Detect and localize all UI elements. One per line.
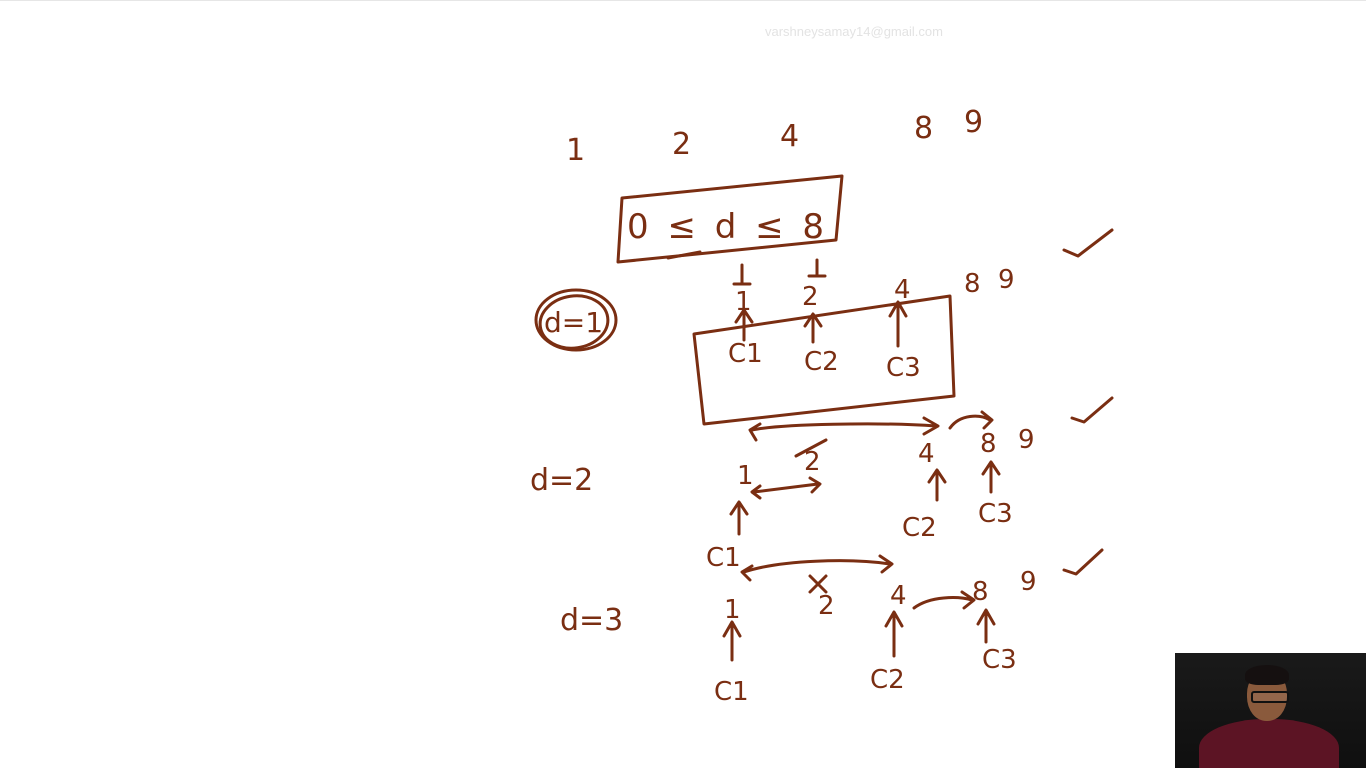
- d3-label: d=3: [560, 603, 623, 638]
- step3-cow: C3: [982, 645, 1017, 675]
- d2-label: d=2: [530, 463, 593, 498]
- top-number: 9: [964, 105, 983, 140]
- down-arrow-icon: [732, 263, 752, 286]
- checkmark-icon: [1062, 228, 1114, 258]
- step1-number: 8: [964, 269, 981, 299]
- up-arrow-icon: [734, 308, 754, 342]
- step1-number: 4: [894, 275, 911, 305]
- watermark: varshneysamay14@gmail.com: [765, 24, 943, 39]
- step1-number: 2: [802, 282, 819, 312]
- glasses-icon: [1251, 691, 1289, 703]
- step2-number: 8: [980, 429, 997, 459]
- step1-box: [692, 294, 956, 426]
- up-arrow-icon: [884, 610, 904, 658]
- step2-cow: C2: [902, 513, 937, 543]
- up-arrow-icon: [729, 500, 749, 536]
- step1-cow: C3: [886, 353, 921, 383]
- top-number: 1: [566, 133, 585, 168]
- presenter-shirt: [1199, 719, 1339, 768]
- step3-number: 1: [724, 595, 741, 625]
- top-border: [0, 0, 1366, 1]
- down-arrow-icon: [807, 258, 827, 278]
- d1-label: d=1: [544, 306, 603, 339]
- step3-number: 4: [890, 581, 907, 611]
- step3-cow: C1: [714, 677, 749, 707]
- range-inequality: 0 ≤ d ≤ 8: [627, 207, 828, 247]
- step3-number: 8: [972, 577, 989, 607]
- step2-pair-arrow: [750, 476, 822, 500]
- step2-number: 4: [918, 439, 935, 469]
- up-arrow-icon: [981, 460, 1001, 494]
- top-number: 2: [672, 127, 691, 162]
- range-box-underline: [666, 250, 702, 260]
- up-arrow-icon: [803, 312, 823, 344]
- checkmark-icon: [1062, 548, 1104, 576]
- checkmark-icon: [1070, 396, 1114, 424]
- up-arrow-icon: [976, 608, 996, 644]
- presenter-hair: [1245, 665, 1289, 685]
- step1-cow: C1: [728, 339, 763, 369]
- presenter-video-icon: [1175, 653, 1366, 768]
- step2-small-arrow: [948, 410, 994, 430]
- up-arrow-icon: [888, 300, 908, 348]
- up-arrow-icon: [722, 620, 742, 662]
- step3-number: 2: [818, 591, 835, 621]
- step3-number: 9: [1020, 567, 1037, 597]
- step2-span-arrow: [748, 416, 940, 442]
- step2-cow: C1: [706, 543, 741, 573]
- up-arrow-icon: [927, 468, 947, 502]
- step3-cow: C2: [870, 665, 905, 695]
- step2-number: 2: [804, 447, 821, 477]
- step1-number: 1: [735, 287, 752, 317]
- d1-circle-inner: [538, 294, 610, 350]
- step3-span-arrow: [740, 554, 894, 582]
- strike-icon: [794, 438, 828, 458]
- step1-cow: C2: [804, 347, 839, 377]
- top-number: 4: [780, 119, 799, 154]
- step2-number: 1: [737, 461, 754, 491]
- step2-number: 9: [1018, 425, 1035, 455]
- strike-icon: [808, 574, 828, 594]
- step1-number: 9: [998, 265, 1015, 295]
- d1-circle: [534, 288, 618, 352]
- range-box-outline: [616, 174, 844, 264]
- step2-cow: C3: [978, 499, 1013, 529]
- step3-small-arrow: [912, 590, 976, 610]
- top-number: 8: [914, 111, 933, 146]
